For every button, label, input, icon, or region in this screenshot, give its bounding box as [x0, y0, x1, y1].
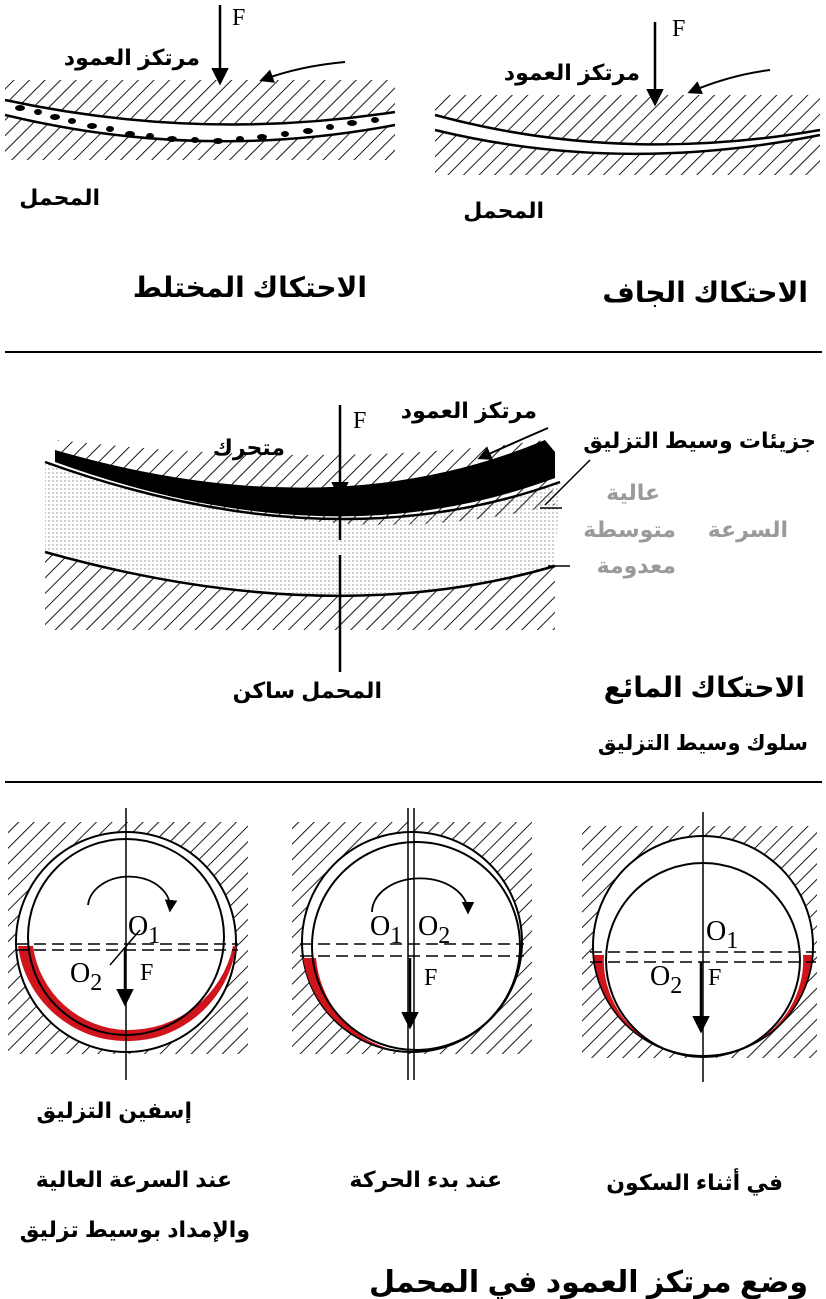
high-o2-label: O2 [70, 958, 102, 996]
mixed-upper-surface-hatch [5, 80, 395, 125]
fluid-friction-panel: F متحرك مرتكز العمود جزيئات وسيط التزليق… [44, 398, 816, 755]
fluid-bearing-label: المحمل ساكن [233, 678, 382, 704]
high-caption-line1: عند السرعة العالية [36, 1167, 232, 1193]
mixed-friction-panel: F مرتكز العمود المحمل الاحتكاك المختلط [4, 5, 396, 303]
mixed-lubricant-particles [15, 105, 379, 144]
rest-o1-label: O1 [706, 916, 738, 954]
fluid-speed-zero: معدومة [597, 553, 676, 579]
rest-lubricant-film-right [746, 955, 812, 1047]
fluid-moving-label: متحرك [213, 435, 285, 461]
start-force-label: F [424, 965, 437, 991]
rest-lubricant-film-left [594, 955, 660, 1047]
start-caption: عند بدء الحركة [349, 1167, 502, 1193]
fluid-force-label: F [353, 408, 366, 434]
dry-gap-upper-line [434, 113, 821, 146]
dry-bearing-label: المحمل [463, 198, 544, 223]
rest-caption: في أثناء السكون [606, 1167, 783, 1196]
dry-motion-arrow [687, 69, 771, 95]
fluid-upper-hatch-fill [58, 440, 555, 525]
start-journal [311, 841, 521, 1051]
fluid-lower-surface-hatch [45, 552, 555, 630]
start-bearing-bore [301, 831, 523, 1053]
dry-force-label: F [672, 16, 685, 42]
fluid-motion-arrow [477, 427, 549, 460]
mixed-gap-lower-line [4, 113, 396, 143]
high-caption-line2: والإمداد بوسيط تزليق [20, 1217, 250, 1243]
start-lubricant-film [303, 958, 390, 1049]
mixed-friction-title: الاحتكاك المختلط [133, 272, 367, 303]
high-o1-label: O1 [128, 911, 160, 949]
mixed-lower-surface-hatch [5, 115, 395, 160]
rest-force-label: F [708, 965, 721, 991]
high-rotation-arrow [87, 875, 178, 913]
fluid-particles-pointer [544, 459, 591, 506]
mixed-motion-arrow [259, 61, 346, 83]
fluid-journal-line [44, 460, 561, 521]
dry-upper-surface-hatch [435, 95, 820, 145]
mixed-bearing-label: المحمل [19, 185, 100, 210]
fluid-friction-subtitle: سلوك وسيط التزليق [598, 732, 808, 755]
fluid-journal-label: مرتكز العمود [401, 398, 537, 424]
fluid-speed-high: عالية [606, 480, 660, 505]
fluid-speed-medium: متوسطة [583, 517, 676, 543]
dry-friction-title: الاحتكاك الجاف [602, 277, 808, 308]
dry-lower-surface-hatch [435, 130, 820, 175]
high-force-label: F [140, 960, 153, 986]
start-o2-label: O2 [418, 911, 450, 949]
fluid-speed-label: السرعة [708, 517, 788, 543]
high-wedge-label: إسفين التزليق [37, 1098, 192, 1124]
fluid-lubricant-band [45, 462, 560, 595]
mixed-force-label: F [232, 5, 245, 31]
dry-friction-panel: F مرتكز العمود المحمل الاحتكاك الجاف [434, 16, 821, 308]
journal-high-speed: O1 O2 F إسفين التزليق عند السرعة العالية… [8, 808, 250, 1243]
fluid-friction-title: الاحتكاك المائع [604, 672, 805, 704]
journal-start-motion: O1 O2 F عند بدء الحركة [292, 808, 532, 1193]
dry-gap-lower-line [434, 128, 821, 156]
rest-o2-label: O2 [650, 961, 682, 999]
start-rotation-arrow [371, 877, 475, 915]
mixed-journal-label: مرتكز العمود [64, 45, 200, 71]
fluid-bearing-line [44, 550, 556, 598]
dry-journal-label: مرتكز العمود [504, 60, 640, 86]
journal-positions-title: وضع مرتكز العمود في المحمل [369, 1266, 808, 1299]
fluid-particles-label: جزيئات وسيط التزليق [583, 428, 816, 454]
mixed-gap-upper-line [4, 98, 396, 126]
journal-at-rest: O1 O2 F في أثناء السكون [582, 812, 817, 1196]
start-o1-label: O1 [370, 911, 402, 949]
high-offset-line [109, 929, 141, 966]
